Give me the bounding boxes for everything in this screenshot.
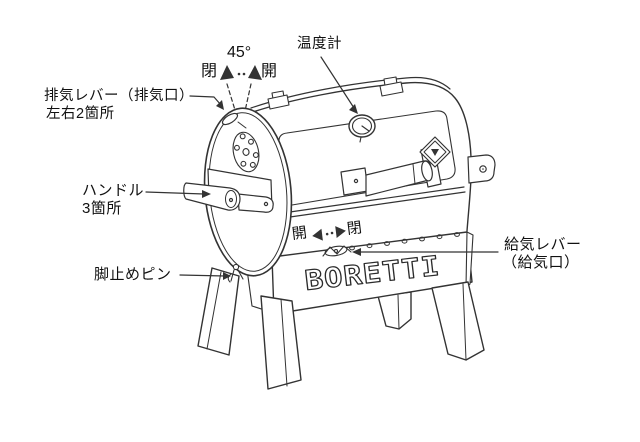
leader-arrowheads — [202, 100, 361, 280]
label-vent-angle: 45° — [227, 44, 252, 61]
lid-handle — [340, 160, 433, 197]
label-leg-pin: 脚止めピン — [94, 266, 172, 283]
label-vent-open: 開 — [261, 63, 278, 80]
rear-left-leg — [197, 267, 240, 356]
thermometer-gauge — [348, 114, 376, 143]
vent-angle-arrow-icon — [220, 65, 262, 80]
label-intake-closed: 閉 — [345, 219, 364, 238]
vent-angle-dashed-lines — [226, 83, 252, 112]
right-side-bracket — [467, 154, 496, 184]
leg-stop-pin — [227, 263, 244, 283]
label-intake-lever-line1: 給気レバー — [504, 236, 582, 253]
label-handle-line2: 3箇所 — [82, 200, 122, 217]
intake-lever — [322, 245, 352, 257]
intake-open-close-arrow-icon — [312, 226, 346, 241]
panel-vent-holes — [349, 232, 460, 251]
leader-lines — [145, 56, 499, 277]
front-right-leg — [431, 281, 485, 361]
label-intake-open: 開 — [290, 224, 309, 243]
label-vent-closed: 閉 — [201, 63, 218, 80]
label-thermometer: 温度計 — [297, 36, 342, 52]
exhaust-lever — [221, 112, 247, 129]
front-left-leg — [260, 295, 302, 390]
label-intake-lever-line2: （給気口） — [502, 254, 580, 271]
lid-hinge-clips — [267, 76, 404, 110]
label-handle-line1: ハンドル — [82, 182, 145, 199]
label-exhaust-lever-line2: 左右2箇所 — [46, 106, 115, 122]
vent-disc — [232, 131, 260, 173]
side-handle — [183, 168, 274, 213]
rear-right-leg — [377, 291, 412, 330]
label-exhaust-lever-line1: 排気レバー（排気口） — [44, 88, 194, 104]
